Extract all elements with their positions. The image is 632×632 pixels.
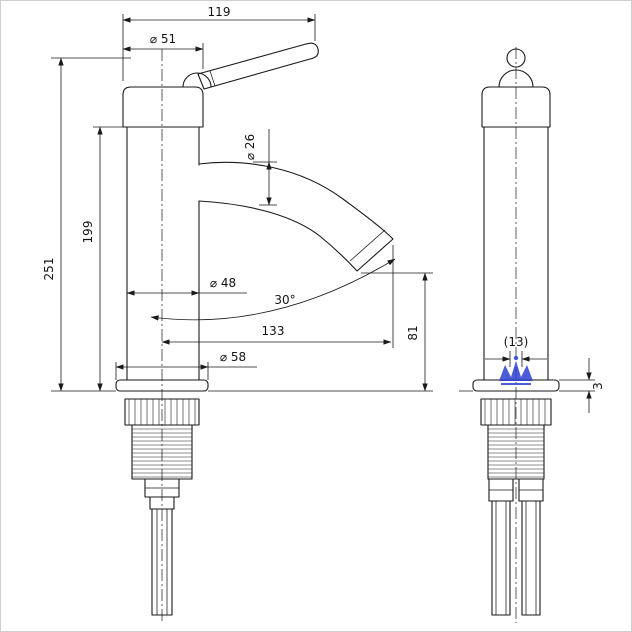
locknut-knurl — [128, 399, 196, 425]
dim-overall-width-ext — [122, 14, 316, 81]
hose-neck — [149, 496, 175, 510]
side-supply-hose-right-inner — [525, 501, 537, 615]
side-supply-hose-right — [521, 500, 541, 616]
side-faucet-head — [481, 86, 551, 128]
dimension-annotations: 119 ⌀ 51 ⌀ 26 199 251 ⌀ 48 30° 133 81 — [42, 5, 605, 413]
faucet-head — [122, 86, 204, 128]
cartridge-dome — [182, 72, 212, 88]
dim-overall-width-text: 119 — [208, 5, 231, 19]
watermark-stamp — [499, 355, 533, 385]
dim-spout-angle-text: 30° — [274, 293, 295, 307]
dim-spout-tube-diameter-text: ⌀ 26 — [243, 134, 257, 160]
dim-flange-thickness-ext — [559, 379, 595, 392]
base-flange — [115, 379, 209, 392]
spout — [198, 161, 394, 272]
side-supply-hose-left-inner — [495, 501, 507, 615]
side-body-edges — [483, 126, 549, 381]
side-cartridge-dome — [498, 69, 534, 88]
dim-base-flange-ext — [115, 362, 257, 380]
lever-handle — [197, 42, 319, 90]
side-view — [459, 47, 560, 623]
side-locknut-knurl — [484, 399, 546, 425]
side-shank-threads — [488, 428, 544, 478]
lever-knob-end — [506, 48, 526, 68]
dim-spout-angle-arc — [150, 258, 396, 321]
dim-overall-height-text: 251 — [42, 258, 56, 281]
dim-head-diameter-text: ⌀ 51 — [150, 32, 176, 46]
side-threaded-shank — [487, 424, 545, 480]
side-supply-hose-left — [491, 500, 511, 616]
dim-outlet-height-text: 81 — [406, 325, 420, 340]
dim-flange-thickness-text: 3 — [591, 382, 605, 390]
supply-hose — [151, 508, 173, 616]
supply-hose-inner-lines — [156, 509, 168, 615]
dim-body-height-text: 199 — [81, 221, 95, 244]
lever-joint-line — [209, 70, 216, 87]
front-view — [51, 42, 433, 623]
dim-base-flange-diameter-text: ⌀ 58 — [220, 350, 246, 364]
dim-hose-spacing-text: (13) — [504, 335, 529, 349]
spout-outlet-ring — [349, 229, 386, 262]
dim-spout-reach-text: 133 — [262, 324, 285, 338]
dim-body-diameter-text: ⌀ 48 — [210, 276, 236, 290]
shank-threads — [132, 428, 192, 478]
